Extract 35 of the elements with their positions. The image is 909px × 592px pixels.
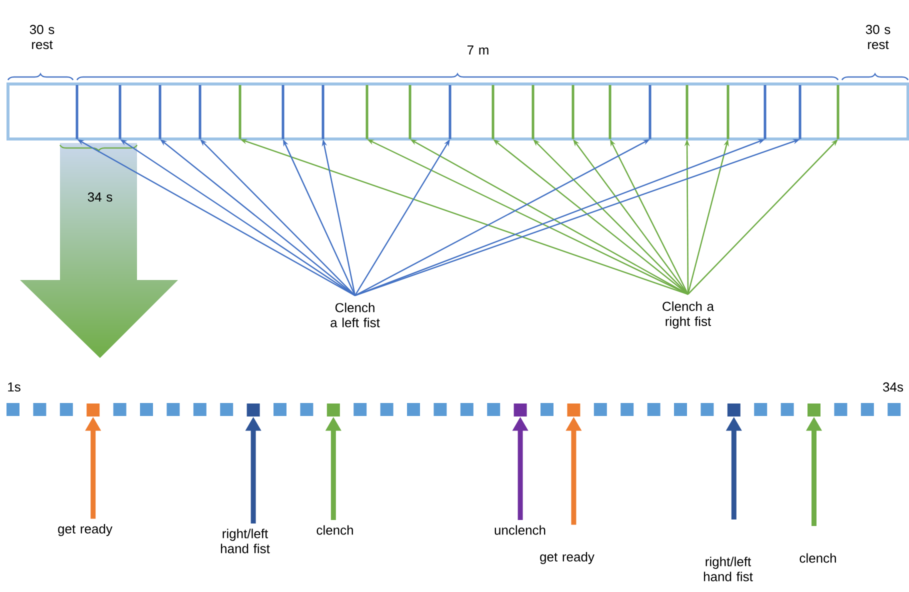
divider-line [366,85,368,139]
divider-line [408,85,412,139]
label-text: clench [316,525,353,535]
divider-line [798,85,802,139]
label-text: get ready [58,524,112,536]
time-step-square [86,404,100,416]
time-step-square [727,404,740,416]
divider-line [532,85,534,139]
time-step-square [326,404,340,416]
annotation-label: 1s [8,382,20,392]
label-text: get ready [540,552,594,564]
divider-line [76,85,78,139]
divider-line [764,85,766,139]
divider-line [492,85,494,139]
time-step-square [246,404,260,416]
divider-line [198,85,202,139]
annotation-label: 7 m [467,46,488,54]
annotation-label: 30 s rest [30,24,54,50]
time-step-square [567,404,580,416]
time-step-square [514,404,527,416]
divider-line [158,85,162,139]
divider-line [238,85,242,139]
time-step-square [808,404,820,416]
annotation-label: 30 s rest [866,24,890,50]
divider-line [118,85,122,139]
annotation-label: 34s [883,382,904,392]
divider-line [836,85,840,139]
label-text: right/left hand fist [704,556,753,582]
label-text: clench [800,553,836,563]
label-text: right/left hand fist [220,528,270,554]
annotation-label: 34 s [88,192,112,202]
label-text: Clench a left fist [330,302,380,328]
label-text: unclench [494,525,546,535]
divider-line [648,85,652,139]
label-text: Clench a right fist [662,301,714,329]
